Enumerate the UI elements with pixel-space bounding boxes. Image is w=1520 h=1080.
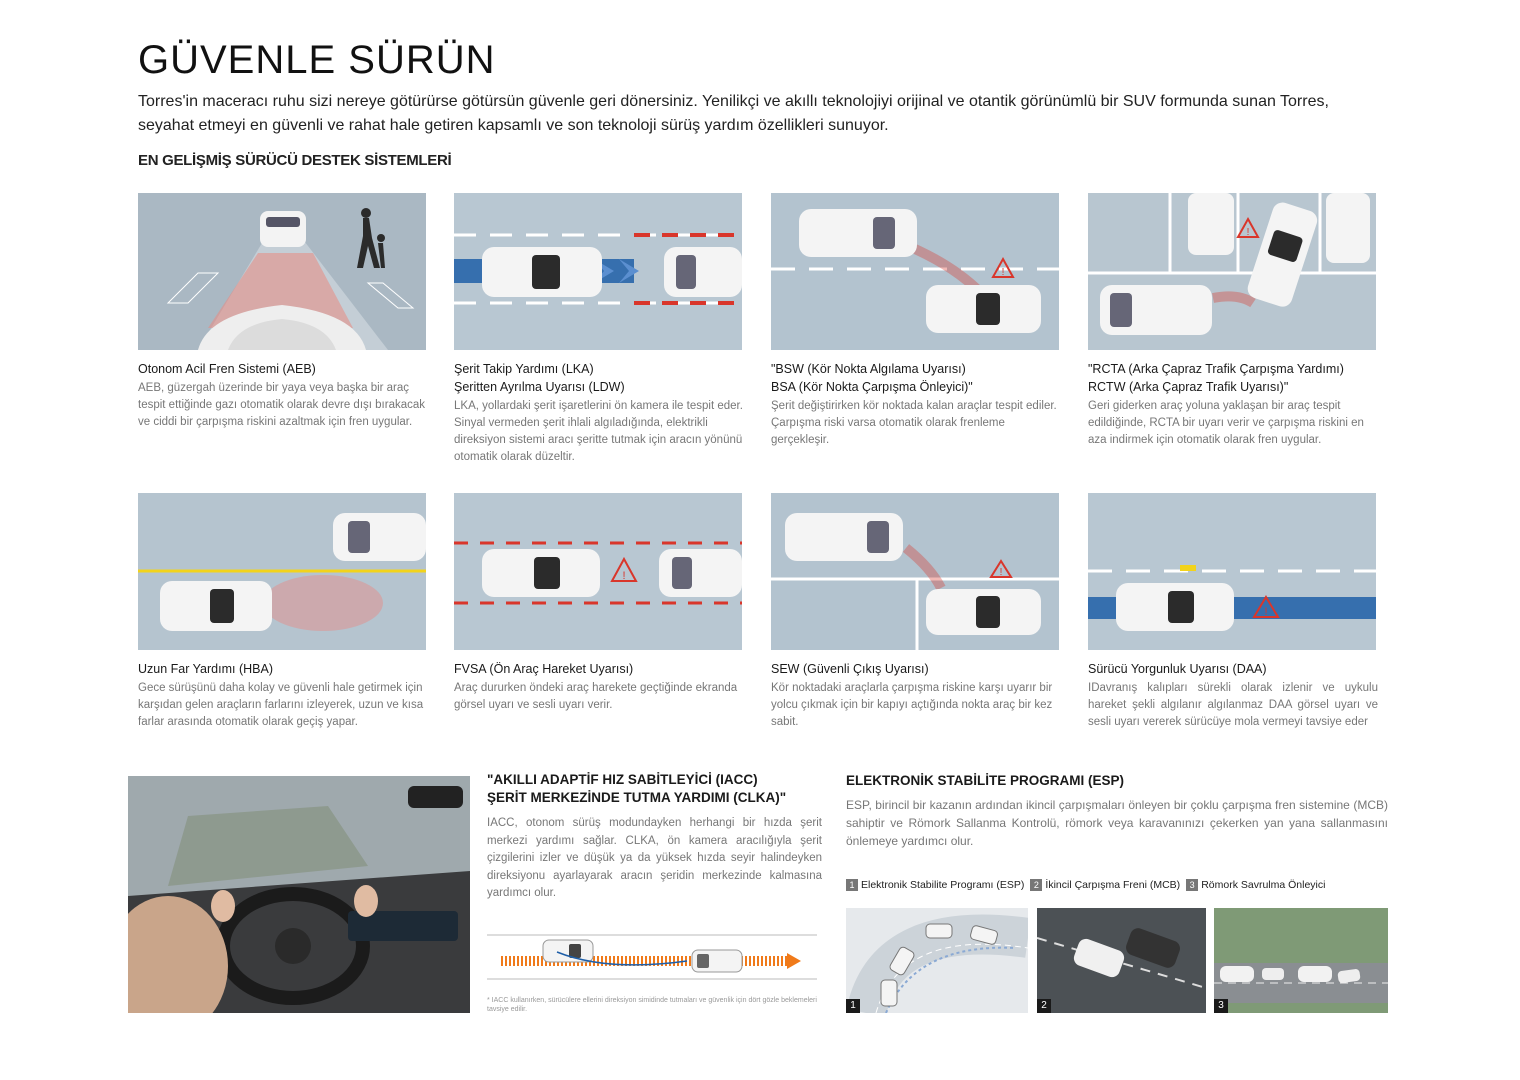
aeb-scene	[138, 193, 426, 350]
esp-curve-scene	[846, 908, 1028, 1013]
esp-image-1: 1	[846, 908, 1028, 1013]
feature-desc: Şerit değiştirirken kör noktada kalan ar…	[771, 400, 1057, 446]
esp-legend-label: Römork Savrulma Önleyici	[1201, 879, 1326, 891]
iacc-description: IACC, otonom sürüş modundayken herhangi …	[487, 817, 822, 899]
feature-title: Şerit Takip Yardımı (LKA) Şeritten Ayrıl…	[454, 362, 625, 394]
iacc-footnote: * IACC kullanırken, sürücülere ellerini …	[487, 997, 817, 1013]
iacc-diagram	[487, 932, 817, 982]
esp-legend-number: 3	[1186, 879, 1199, 891]
hba-illustration	[138, 493, 426, 650]
esp-legend-label: İkincil Çarpışma Freni (MCB)	[1045, 879, 1181, 891]
esp-image-2: 2	[1037, 908, 1206, 1013]
feature-daa: ! Sürücü Yorgunluk Uyarısı (DAA) IDavran…	[1088, 493, 1378, 731]
esp-title: ELEKTRONİK STABİLİTE PROGRAMI (ESP)	[846, 773, 1125, 788]
page-title: GÜVENLE SÜRÜN	[138, 38, 496, 82]
esp-legend-item: 2 İkincil Çarpışma Freni (MCB)	[1030, 879, 1180, 891]
esp-image-badge: 2	[1037, 999, 1051, 1013]
feature-title: Sürücü Yorgunluk Uyarısı (DAA)	[1088, 662, 1267, 676]
esp-description: ESP, birincil bir kazanın ardından ikinc…	[846, 798, 1388, 848]
feature-desc: LKA, yollardaki şerit işaretlerini ön ka…	[454, 400, 743, 463]
fvsa-scene: !	[454, 493, 742, 650]
bsw-scene: !	[771, 193, 1059, 350]
iacc-title: "AKILLI ADAPTİF HIZ SABİTLEYİCİ (IACC) Ş…	[487, 772, 787, 805]
daa-scene: !	[1088, 493, 1376, 650]
svg-text:!: !	[1000, 567, 1003, 578]
feature-title: SEW (Güvenli Çıkış Uyarısı)	[771, 662, 929, 676]
bsw-illustration: !	[771, 193, 1059, 350]
svg-text:!: !	[1264, 606, 1267, 618]
esp-collision-scene	[1037, 908, 1206, 1013]
fvsa-illustration: !	[454, 493, 742, 650]
feature-desc: Geri giderken araç yoluna yaklaşan bir a…	[1088, 400, 1364, 446]
feature-desc: AEB, güzergah üzerinde bir yaya veya baş…	[138, 382, 426, 428]
feature-desc: Gece sürüşünü daha kolay ve güvenli hale…	[138, 682, 424, 728]
daa-illustration: !	[1088, 493, 1376, 650]
feature-lka: Şerit Takip Yardımı (LKA) Şeritten Ayrıl…	[454, 193, 744, 466]
esp-legend-number: 1	[846, 879, 858, 891]
feature-desc: Kör noktadaki araçlarla çarpışma riskine…	[771, 682, 1053, 728]
section-heading: EN GELİŞMİŞ SÜRÜCÜ DESTEK SİSTEMLERİ	[138, 152, 452, 169]
feature-title: FVSA (Ön Araç Hareket Uyarısı)	[454, 662, 634, 676]
rcta-illustration: !	[1088, 193, 1376, 350]
esp-image-badge: 1	[846, 999, 860, 1013]
feature-title: Uzun Far Yardımı (HBA)	[138, 662, 273, 676]
lka-scene	[454, 193, 742, 350]
feature-hba: Uzun Far Yardımı (HBA) Gece sürüşünü dah…	[138, 493, 428, 731]
aeb-illustration	[138, 193, 426, 350]
svg-text:!: !	[1247, 227, 1250, 238]
feature-sew: ! SEW (Güvenli Çıkış Uyarısı) Kör noktad…	[771, 493, 1061, 731]
feature-title: "RCTA (Arka Çapraz Trafik Çarpışma Yardı…	[1088, 362, 1344, 394]
svg-text:!: !	[1002, 267, 1005, 278]
esp-trailer-scene	[1214, 908, 1388, 1013]
esp-legend-label: Elektronik Stabilite Programı (ESP)	[861, 879, 1025, 891]
esp-legend-item: 1 Elektronik Stabilite Programı (ESP)	[846, 879, 1024, 891]
feature-aeb: Otonom Acil Fren Sistemi (AEB) AEB, güze…	[138, 193, 428, 431]
intro-paragraph: Torres'in maceracı ruhu sizi nereye götü…	[138, 93, 1329, 134]
lka-illustration	[454, 193, 742, 350]
esp-legend-item: 3 Römork Savrulma Önleyici	[1186, 879, 1325, 891]
feature-title: Otonom Acil Fren Sistemi (AEB)	[138, 362, 316, 376]
esp-legend-number: 2	[1030, 879, 1043, 891]
feature-desc: Araç dururken öndeki araç harekete geçti…	[454, 682, 738, 711]
esp-legend: 1 Elektronik Stabilite Programı (ESP) 2 …	[846, 879, 1325, 891]
svg-text:!: !	[622, 570, 625, 582]
feature-rcta: ! "RCTA (Arka Çapraz Trafik Çarpışma Yar…	[1088, 193, 1378, 449]
feature-fvsa: ! FVSA (Ön Araç Hareket Uyarısı) Araç du…	[454, 493, 744, 714]
cockpit-scene	[128, 776, 470, 1013]
iacc-interior-photo	[128, 776, 470, 1013]
esp-image-badge: 3	[1214, 999, 1228, 1013]
esp-image-3: 3	[1214, 908, 1388, 1013]
iacc-lane-diagram	[487, 934, 817, 980]
feature-title: "BSW (Kör Nokta Algılama Uyarısı) BSA (K…	[771, 362, 973, 394]
sew-illustration: !	[771, 493, 1059, 650]
sew-scene: !	[771, 493, 1059, 650]
feature-bsw: ! "BSW (Kör Nokta Algılama Uyarısı) BSA …	[771, 193, 1061, 449]
rcta-scene: !	[1088, 193, 1376, 350]
hba-scene	[138, 493, 426, 650]
feature-desc: IDavranış kalıpları sürekli olarak izlen…	[1088, 682, 1378, 728]
